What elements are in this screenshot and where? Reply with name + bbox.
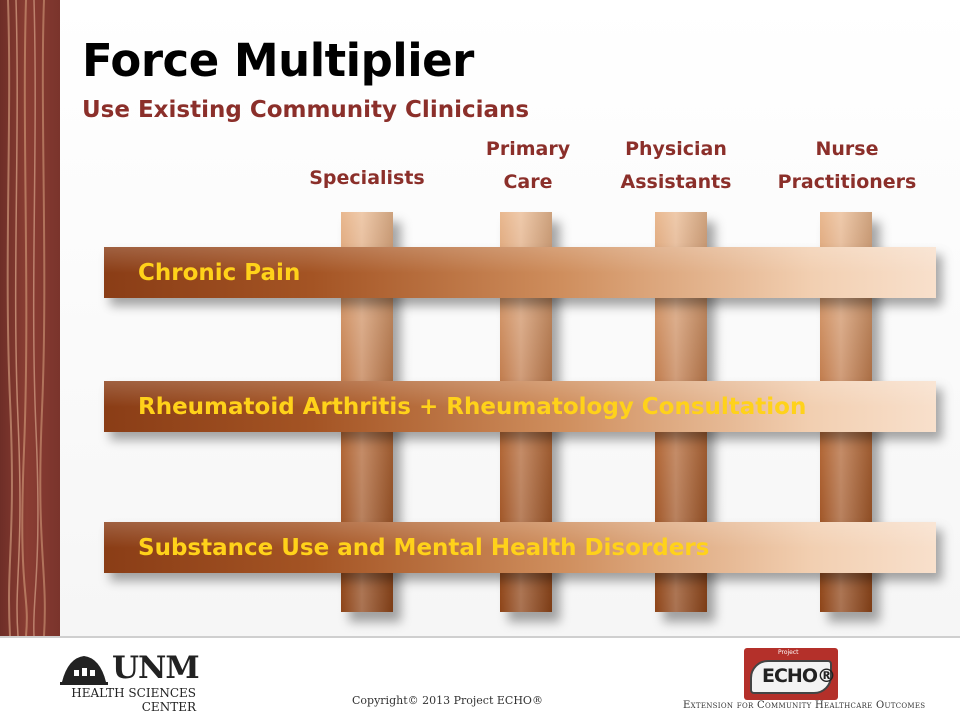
unm-building-icon — [60, 656, 108, 685]
row-bar-chronic-pain: Chronic Pain — [104, 247, 936, 298]
unm-wordmark: UNM — [112, 650, 200, 686]
column-header-physician-assistants: Physician Assistants — [620, 138, 732, 193]
slide-title: Force Multiplier — [82, 34, 474, 87]
row-label-substance-use: Substance Use and Mental Health Disorder… — [138, 534, 710, 561]
wood-grain-icon — [6, 0, 46, 636]
row-bar-rheumatoid-arthritis: Rheumatoid Arthritis + Rheumatology Cons… — [104, 381, 936, 432]
echo-badge: ECHO® — [750, 660, 836, 694]
slide-subtitle: Use Existing Community Clinicians — [82, 97, 530, 123]
echo-wordmark: ECHO® — [762, 665, 836, 687]
column-header-nurse-practitioners: Nurse Practitioners — [777, 138, 917, 193]
unm-subtitle: HEALTH SCIENCES CENTER — [71, 686, 196, 714]
row-label-chronic-pain: Chronic Pain — [138, 259, 301, 286]
decorative-sidebar — [0, 0, 60, 636]
unm-logo: UNM HEALTH SCIENCES CENTER — [60, 650, 210, 720]
column-header-primary-care: Primary Care — [485, 138, 571, 193]
project-echo-logo: Project ECHO® — [744, 648, 838, 700]
echo-project-label: Project — [778, 649, 799, 656]
copyright-text: Copyright© 2013 Project ECHO® — [352, 694, 543, 707]
row-bar-substance-use: Substance Use and Mental Health Disorder… — [104, 522, 936, 573]
row-label-rheumatoid-arthritis: Rheumatoid Arthritis + Rheumatology Cons… — [138, 393, 807, 420]
column-header-specialists: Specialists — [309, 167, 425, 189]
footer: UNM HEALTH SCIENCES CENTER Copyright© 20… — [0, 636, 960, 722]
echo-tagline: Extension for Community Healthcare Outco… — [683, 700, 926, 711]
